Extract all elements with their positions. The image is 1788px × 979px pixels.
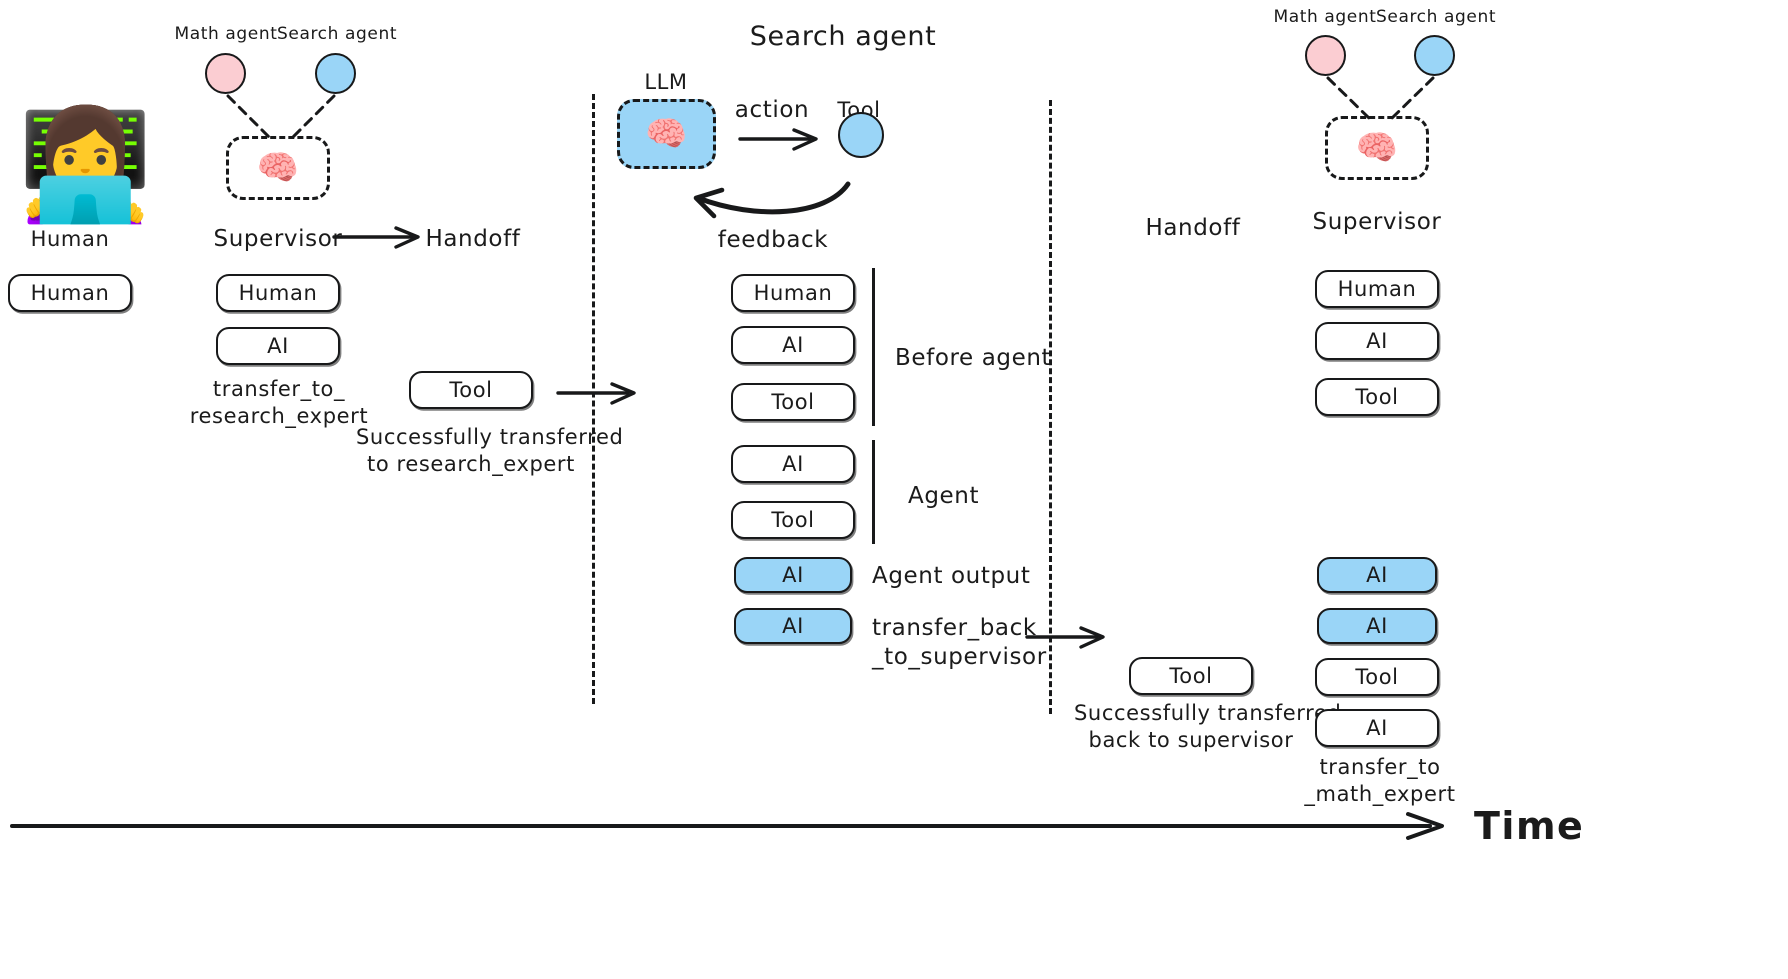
- message-box-label: Human: [30, 281, 110, 305]
- message-box: Tool: [409, 371, 533, 409]
- message-box-label: Tool: [449, 378, 493, 402]
- message-box-label: Human: [238, 281, 318, 305]
- message-box-label: Tool: [1169, 664, 1213, 688]
- feedback-label: feedback: [717, 227, 829, 253]
- message-box: AI: [216, 327, 340, 365]
- search-agent-title: Search agent: [749, 21, 937, 52]
- message-box-label: AI: [1366, 716, 1388, 740]
- message-box-label: AI: [1366, 329, 1388, 353]
- search-agent-label: Search agent: [277, 24, 398, 44]
- feedback-curved-arrow-icon: [693, 181, 851, 219]
- message-box-label: AI: [1366, 614, 1388, 638]
- search-agent-bubble-icon: [1414, 35, 1455, 76]
- action-label: action: [734, 97, 810, 123]
- math-agent-label: Math agent: [1273, 7, 1377, 27]
- message-box: Human: [731, 274, 855, 312]
- message-box-label: AI: [782, 563, 804, 587]
- message-box-label: Human: [1337, 277, 1417, 301]
- handoff-caption-left: Handoff: [425, 226, 521, 252]
- message-box: Human: [8, 274, 132, 312]
- brain-icon: 🧠: [645, 114, 688, 154]
- before-agent-bracket-icon: [872, 268, 875, 426]
- math-agent-bubble-icon: [205, 53, 246, 94]
- llm-caption: LLM: [644, 70, 688, 94]
- message-box: Tool: [731, 383, 855, 421]
- message-box: AI: [734, 557, 852, 593]
- agent-label: Agent: [908, 483, 980, 509]
- message-box: Human: [1315, 270, 1439, 308]
- search-agent-label: Search agent: [1376, 7, 1497, 27]
- message-box-label: Tool: [1355, 385, 1399, 409]
- message-box: AI: [1317, 557, 1437, 593]
- message-box-label: AI: [267, 334, 289, 358]
- message-box: AI: [1315, 322, 1439, 360]
- supervisor-caption: Supervisor: [213, 226, 343, 252]
- message-box-label: Tool: [1355, 665, 1399, 689]
- message-box: Tool: [1129, 657, 1253, 695]
- message-box: Human: [216, 274, 340, 312]
- message-box: AI: [1315, 709, 1439, 747]
- successfully-transferred-annotation: Successfully transferred to research_exp…: [356, 425, 624, 476]
- math-agent-bubble-icon: [1305, 35, 1346, 76]
- search-agent-bubble-icon: [315, 53, 356, 94]
- supervisor-node: 🧠: [1325, 116, 1429, 180]
- human-caption: Human: [30, 227, 110, 251]
- message-box: AI: [734, 608, 852, 644]
- message-box: Tool: [1315, 658, 1439, 696]
- tool-bubble-icon: [838, 112, 884, 158]
- message-box: AI: [731, 326, 855, 364]
- left-to-middle-flow-arrow-icon: [556, 382, 636, 405]
- message-box-label: AI: [782, 614, 804, 638]
- message-box: AI: [1317, 608, 1437, 644]
- handoff-caption-right: Handoff: [1145, 215, 1241, 241]
- message-box: Tool: [731, 501, 855, 539]
- agent-output-annotation: Agent output: [872, 563, 1031, 589]
- math-agent-label: Math agent: [174, 24, 278, 44]
- transfer-to-math-expert-annotation: transfer_to _math_expert: [1304, 755, 1456, 806]
- message-box-label: Human: [753, 281, 833, 305]
- before-agent-label: Before agent: [895, 345, 1052, 371]
- transfer-to-research-expert-annotation: transfer_to_ research_expert: [189, 377, 369, 428]
- human-avatar-icon: 👩‍💻: [18, 103, 153, 228]
- llm-node: 🧠: [617, 99, 716, 169]
- section-divider-1: [592, 94, 595, 704]
- brain-icon: 🧠: [1355, 128, 1399, 168]
- message-box-label: Tool: [771, 390, 815, 414]
- section-divider-2: [1049, 100, 1052, 714]
- message-box: AI: [731, 445, 855, 483]
- time-axis-arrow-icon: [10, 812, 1444, 840]
- message-box-label: AI: [782, 452, 804, 476]
- supervisor-caption: Supervisor: [1312, 209, 1442, 235]
- message-box-label: AI: [782, 333, 804, 357]
- supervisor-node: 🧠: [226, 136, 330, 200]
- message-box-label: AI: [1366, 563, 1388, 587]
- agent-bracket-icon: [872, 440, 875, 544]
- action-arrow-icon: [738, 128, 818, 151]
- message-box-label: Tool: [771, 508, 815, 532]
- brain-icon: 🧠: [256, 148, 300, 188]
- transfer-back-to-supervisor-annotation: transfer_back _to_supervisor: [872, 615, 1047, 671]
- time-axis-label: Time: [1474, 804, 1585, 848]
- message-box: Tool: [1315, 378, 1439, 416]
- successfully-transferred-back-annotation: Successfully transferred back to supervi…: [1074, 701, 1342, 752]
